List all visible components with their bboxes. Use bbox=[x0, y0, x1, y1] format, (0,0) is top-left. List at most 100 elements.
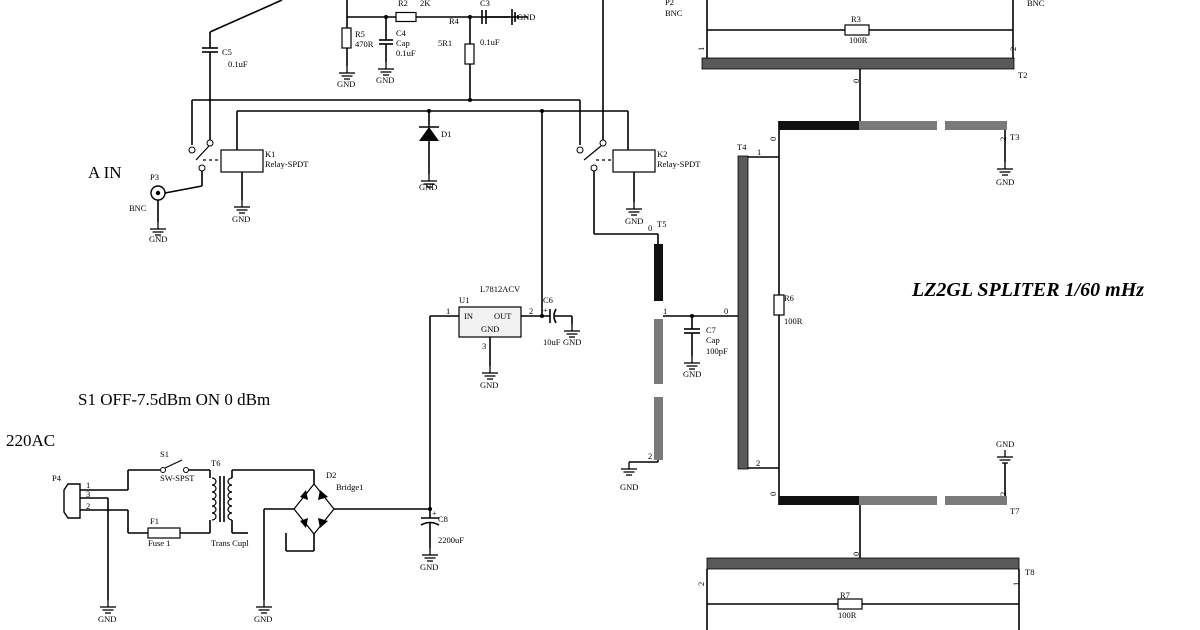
u1-ref: U1 bbox=[459, 295, 469, 305]
t2-pin2: 2 bbox=[1008, 47, 1018, 51]
c6-capacitor bbox=[549, 308, 573, 324]
c6-value: 10uF bbox=[543, 337, 561, 347]
u1-pin2: 2 bbox=[529, 306, 533, 316]
c6-plus: + bbox=[543, 305, 548, 315]
f1-type: Fuse 1 bbox=[148, 538, 170, 548]
relay-k1 bbox=[188, 100, 264, 200]
k2-ref: K2 bbox=[657, 149, 667, 159]
c3-ref: C3 bbox=[480, 0, 490, 8]
p2-bnc-right: BNC bbox=[1027, 0, 1045, 8]
c7-type: Cap bbox=[706, 335, 720, 345]
mains-connector-p4 bbox=[63, 483, 128, 600]
r4-resistor bbox=[464, 17, 475, 100]
u1-gnd-label: GND bbox=[480, 380, 498, 390]
mains-label: 220AC bbox=[6, 431, 55, 450]
c3-value: 0.1uF bbox=[480, 37, 500, 47]
t8-pin0: 0 bbox=[851, 552, 861, 556]
k2-gnd-label: GND bbox=[625, 216, 643, 226]
a-in-label: A IN bbox=[88, 163, 122, 182]
u1-gnd-pin: GND bbox=[481, 324, 499, 334]
k1-type: Relay-SPDT bbox=[265, 159, 309, 169]
t7-pin0: 0 bbox=[768, 492, 778, 496]
c7-value: 100pF bbox=[706, 346, 728, 356]
r2-value: 2K bbox=[420, 0, 431, 8]
r6-value: 100R bbox=[784, 316, 803, 326]
p4-pin1: 1 bbox=[86, 480, 90, 490]
t5-pin2: 2 bbox=[648, 451, 652, 461]
bridge-gnd-label: GND bbox=[254, 614, 272, 624]
u1-in-pin: IN bbox=[464, 311, 473, 321]
r3-ref: R3 bbox=[851, 14, 861, 24]
c5-value: 0.1uF bbox=[228, 59, 248, 69]
bias-network: R2 2K R4 5R1 C3 0.1uF GND R5 470R GND C4… bbox=[202, 0, 535, 140]
d2-ref: D2 bbox=[326, 470, 336, 480]
r6-ref: R6 bbox=[784, 293, 794, 303]
t4-ref: T4 bbox=[737, 142, 747, 152]
r2-ref: R2 bbox=[398, 0, 408, 8]
d1-ref: D1 bbox=[441, 129, 451, 139]
c8-gnd-label: GND bbox=[420, 562, 438, 572]
p2-ref: P2 bbox=[665, 0, 674, 7]
r5-resistor bbox=[341, 17, 352, 66]
t5-pin1: 1 bbox=[663, 306, 667, 316]
t4-pin0: 0 bbox=[724, 306, 728, 316]
diagram-title: LZ2GL SPLITER 1/60 mHz bbox=[911, 279, 1144, 301]
p2-type: BNC bbox=[665, 8, 683, 18]
c4-capacitor bbox=[379, 17, 393, 62]
t3-gnd-label: GND bbox=[996, 177, 1014, 187]
relay-k2 bbox=[576, 100, 656, 234]
t5-pin0: 0 bbox=[648, 223, 652, 233]
r7-value: 100R bbox=[838, 610, 857, 620]
p4-gnd-label: GND bbox=[98, 614, 116, 624]
t4-pin2: 2 bbox=[756, 458, 760, 468]
c8-value: 2200uF bbox=[438, 535, 464, 545]
switch-s1 bbox=[127, 459, 211, 490]
k1-gnd-label: GND bbox=[232, 214, 250, 224]
t4-pin1: 1 bbox=[757, 147, 761, 157]
fuse-f1 bbox=[127, 510, 211, 539]
u1-pin3: 3 bbox=[482, 341, 486, 351]
t2-pin1: 1 bbox=[696, 47, 706, 51]
r5-gnd-label: GND bbox=[337, 79, 355, 89]
t3-pin2: 2 bbox=[998, 137, 1008, 141]
c6-gnd-label: GND bbox=[563, 337, 581, 347]
input-bnc-p3: A IN P3 BNC GND bbox=[88, 163, 203, 244]
t3-pin0: 0 bbox=[768, 137, 778, 141]
d1-diode bbox=[419, 111, 439, 174]
s1-type: SW-SPST bbox=[160, 473, 195, 483]
t7-gnd-label: GND bbox=[996, 439, 1014, 449]
c8-capacitor bbox=[420, 507, 440, 548]
r2-resistor bbox=[395, 11, 417, 23]
c7-gnd-label: GND bbox=[683, 369, 701, 379]
k2-type: Relay-SPDT bbox=[657, 159, 701, 169]
u1-out-pin: OUT bbox=[494, 311, 512, 321]
r4-value: 5R1 bbox=[438, 38, 452, 48]
r3-value: 100R bbox=[849, 35, 868, 45]
relay-section: D1 GND K1 Relay-SPDT GND bbox=[188, 0, 701, 235]
f1-ref: F1 bbox=[150, 516, 159, 526]
bridge-type: Bridge1 bbox=[336, 482, 363, 492]
u1-part: L7812ACV bbox=[480, 284, 521, 294]
p4-pin3: 3 bbox=[86, 489, 90, 499]
c3-gnd-label: GND bbox=[517, 12, 535, 22]
d1-gnd-label: GND bbox=[419, 182, 437, 192]
regulator-u1: L7812ACV U1 IN OUT GND 1 2 3 GND C6 + 10… bbox=[429, 111, 581, 518]
t7-pin2: 2 bbox=[998, 492, 1008, 496]
t8-pin2: 2 bbox=[696, 582, 706, 586]
t6-type: Trans Cupl bbox=[211, 538, 249, 548]
transformer-t6 bbox=[211, 469, 314, 534]
p3-ref: P3 bbox=[150, 172, 159, 182]
t5-gnd-label: GND bbox=[620, 482, 638, 492]
switch-note: S1 OFF-7.5dBm ON 0 dBm bbox=[78, 390, 270, 409]
r5-value: 470R bbox=[355, 39, 374, 49]
r7-ref: R7 bbox=[840, 590, 850, 600]
r5-ref: R5 bbox=[355, 29, 365, 39]
p4-ref: P4 bbox=[52, 473, 62, 483]
bridge-d2 bbox=[263, 470, 430, 600]
c4-gnd-label: GND bbox=[376, 75, 394, 85]
c3-capacitor bbox=[481, 9, 519, 25]
c4-type: Cap bbox=[396, 38, 410, 48]
c4-ref: C4 bbox=[396, 28, 407, 38]
